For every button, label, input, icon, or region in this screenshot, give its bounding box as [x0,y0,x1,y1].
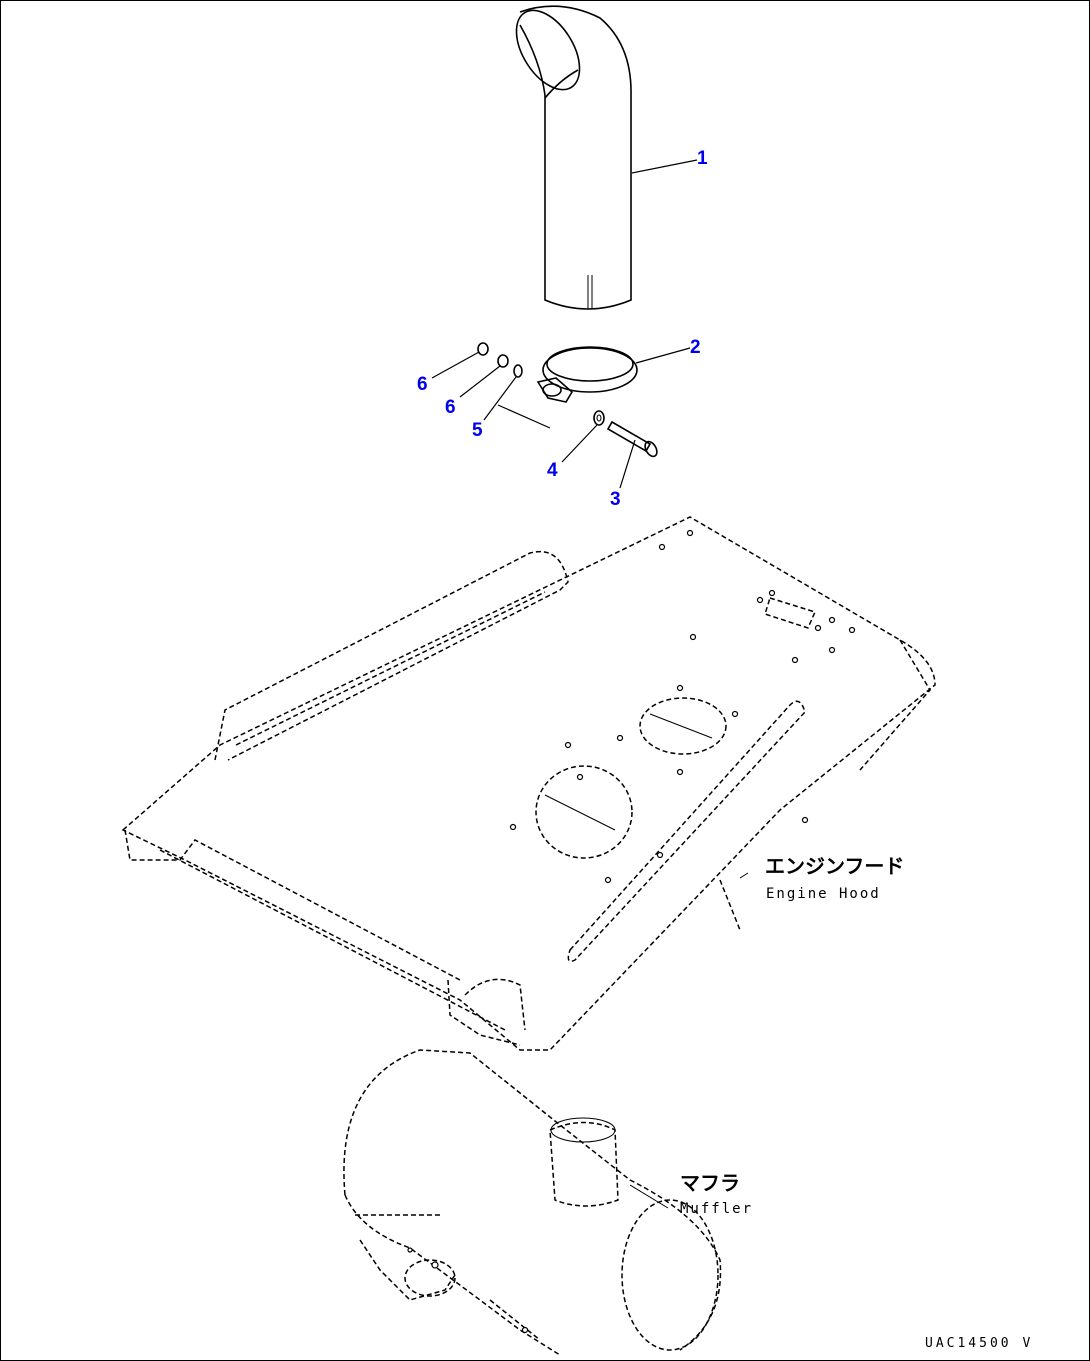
exhaust-pipe-part-1 [515,5,632,310]
muffler-label-jp: マフラ [680,1171,740,1195]
washer-part-4 [593,410,605,426]
muffler-label-en: Muffler [680,1201,753,1217]
callout-2: 2 [690,337,701,358]
leader-lines [431,159,698,489]
hood-bolt-holes [509,529,856,884]
callout-1: 1 [697,148,708,169]
callout-6b: 6 [445,397,456,418]
engine-hood [121,516,936,1051]
muffler [343,1049,722,1356]
engine-hood-label-jp: エンジンフード [765,854,904,878]
nut-part-6b [497,354,509,368]
washer-part-5 [513,364,523,378]
nut-part-6a [477,342,489,356]
callout-3: 3 [610,489,621,510]
muffler-label-pointer [629,1184,669,1209]
drawing-code: UAC14500 V [925,1336,1033,1351]
callout-5: 5 [472,420,483,441]
callout-6a: 6 [417,374,428,395]
clamp-part-2 [536,346,638,403]
hood-label-pointer [739,872,749,879]
callout-4: 4 [547,460,558,481]
bolt-part-3 [606,420,658,458]
engine-hood-label-en: Engine Hood [766,886,881,902]
